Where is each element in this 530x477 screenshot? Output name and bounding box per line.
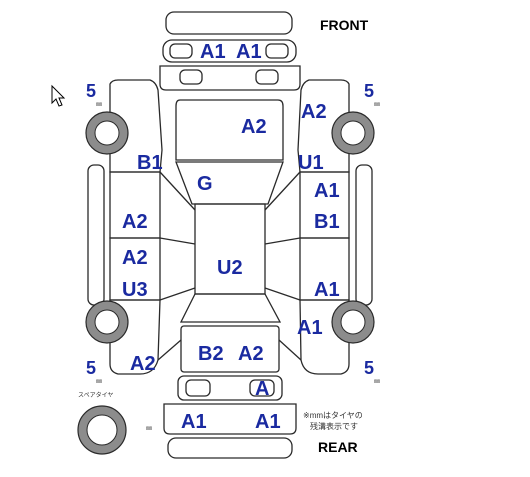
code-rear-left-quarter: A2: [130, 353, 156, 375]
mouse-cursor-icon: [51, 84, 66, 107]
code-front-bumper-right: A1: [236, 41, 262, 63]
note-line-1: ※mmはタイヤの: [303, 411, 363, 420]
code-trunk-right: A2: [238, 343, 264, 365]
code-left-rear-door-1: A2: [122, 247, 148, 269]
tire-rear-left: [85, 300, 129, 344]
tread-rear-right: 5: [364, 358, 374, 378]
tire-front-left: [85, 111, 129, 155]
code-rear-bumper-left: A1: [181, 411, 207, 433]
front-label: FRONT: [320, 17, 369, 33]
spare-tire-label: スペアタイヤ: [78, 391, 113, 399]
code-right-rear-door: A1: [314, 279, 340, 301]
mm-rear-right: ㎜: [374, 379, 380, 385]
mm-front-right: ㎜: [374, 102, 380, 108]
code-left-pillar: B1: [137, 152, 163, 174]
code-roof: U2: [217, 257, 243, 279]
code-hood: A2: [241, 116, 267, 138]
code-right-pillar: U1: [298, 152, 324, 174]
car-body-outline: [87, 11, 373, 459]
code-windshield: G: [197, 173, 213, 195]
mm-spare: ㎜: [146, 426, 152, 432]
code-front-bumper-left: A1: [200, 41, 226, 63]
code-rear-panel: A: [255, 378, 269, 400]
tread-rear-left: 5: [86, 358, 96, 378]
code-left-rear-door-2: U3: [122, 279, 148, 301]
code-left-front-door: A2: [122, 211, 148, 233]
mm-front-left: ㎜: [96, 102, 102, 108]
note-line-2: 残溝表示です: [310, 421, 358, 431]
code-right-front-door-1: A1: [314, 180, 340, 202]
code-rear-bumper-right: A1: [255, 411, 281, 433]
code-front-right-fender: A2: [301, 101, 327, 123]
rear-label: REAR: [318, 439, 358, 455]
tire-front-right: [331, 111, 375, 155]
code-rear-right-quarter: A1: [297, 317, 323, 339]
code-right-front-door-2: B1: [314, 211, 340, 233]
mm-rear-left: ㎜: [96, 379, 102, 385]
code-trunk-left: B2: [198, 343, 224, 365]
tread-front-left: 5: [86, 81, 96, 101]
tread-front-right: 5: [364, 81, 374, 101]
tire-rear-right: [331, 300, 375, 344]
tire-spare: [77, 405, 127, 455]
